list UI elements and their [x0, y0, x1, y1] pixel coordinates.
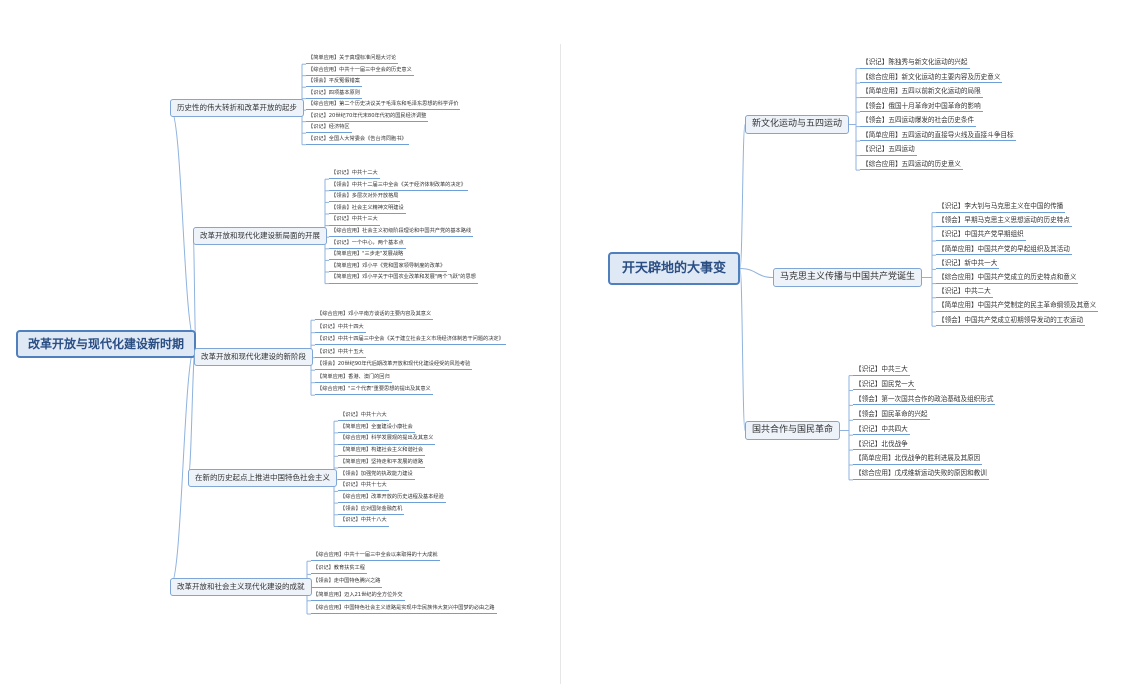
leaf-node[interactable]: 【综合应用】五四运动的历史意义 [860, 160, 963, 171]
connector [849, 68, 857, 171]
branch-node[interactable]: 在新的历史起点上推进中国特色社会主义 [188, 469, 337, 487]
connector [192, 235, 197, 345]
leaf-node[interactable]: 【识记】中共三大 [853, 366, 910, 376]
leaf-node[interactable]: 【简单应用】构建社会主义和谐社会 [338, 447, 426, 457]
leaf-node[interactable]: 【领会】应对国际金融危机 [338, 506, 405, 515]
leaf-node[interactable]: 【综合应用】戊戌维新运动失败的原因和教训 [853, 470, 989, 480]
branch-node[interactable]: 改革开放和社会主义现代化建设的成就 [170, 578, 312, 596]
branch-node[interactable]: 改革开放和现代化建设的新阶段 [194, 348, 313, 366]
leaf-node[interactable]: 【简单应用】邓小平《党和国家领导制度的改革》 [329, 263, 448, 272]
leaf-node[interactable]: 【领会】平反冤假错案 [306, 78, 362, 88]
leaf-node[interactable]: 【领会】早期马克思主义思想运动的历史特点 [936, 217, 1072, 227]
leaf-node[interactable]: 【综合应用】社会主义初级阶段理论和中国共产党的基本路线 [329, 228, 474, 238]
leaf-node[interactable]: 【领会】第一次国共合作的政治基础及组织形式 [853, 396, 996, 406]
leaf-node[interactable]: 【简单应用】"三步走"发展战略 [329, 252, 406, 261]
connector [739, 124, 746, 269]
leaf-node[interactable]: 【简单应用】中国共产党的早起组织及其活动 [936, 245, 1072, 256]
leaf-node[interactable]: 【综合应用】中国特色社会主义道路是实现中华民族伟大复兴中国梦的必由之路 [311, 605, 497, 614]
leaf-node[interactable]: 【识记】全国人大常委会《告台湾同胞书》 [306, 136, 409, 145]
connector [169, 343, 197, 588]
branch-node[interactable]: 历史性的伟大转折和改革开放的起步 [170, 99, 304, 117]
leaf-node[interactable]: 【领会】加强党的执政能力建设 [338, 471, 415, 480]
leaf-node[interactable]: 【识记】北伐战争 [853, 440, 910, 451]
leaf-node[interactable]: 【识记】中共十六大 [338, 412, 389, 422]
leaf-node[interactable]: 【综合应用】科学发展观的提出及其意义 [338, 436, 436, 445]
leaf-node[interactable]: 【识记】教育扶贫工程 [311, 566, 367, 575]
leaf-node[interactable]: 【领会】多层次对外开放格局 [329, 194, 401, 203]
leaf-node[interactable]: 【简单应用】坚持走和平发展的道路 [338, 459, 426, 468]
leaf-node[interactable]: 【领会】走中国特色腾兴之路 [311, 579, 383, 588]
leaf-node[interactable]: 【简单应用】香港、澳门的回归 [315, 374, 392, 383]
leaf-node[interactable]: 【简单应用】邓小平关于中国农业改革和发展"两个飞跃"的思想 [329, 275, 478, 284]
leaf-node[interactable]: 【综合应用】中共十一届三中全会以来取得的十大成就 [311, 552, 440, 562]
leaf-node[interactable]: 【领会】社会主义精神文明建设 [329, 205, 406, 214]
branch-node[interactable]: 改革开放和现代化建设新局面的开展 [193, 227, 327, 245]
leaf-node[interactable]: 【简单应用】五四运动的直接导火线及直接斗争目标 [860, 131, 1016, 142]
leaf-node[interactable]: 【领会】20世纪90年代后期改革开放和现代化建设经受的风险考验 [315, 361, 473, 371]
leaf-node[interactable]: 【简单应用】五四以前新文化运动的局限 [860, 88, 983, 98]
branch-node[interactable]: 马克思主义传播与中国共产党诞生 [773, 268, 923, 287]
leaf-node[interactable]: 【识记】四项基本原则 [306, 90, 362, 99]
leaf-node[interactable]: 【简单应用】迈入21世纪的全方位外交 [311, 592, 405, 601]
leaf-node[interactable]: 【简单应用】关于真理标准问题大讨论 [306, 55, 399, 65]
leaf-node[interactable]: 【识记】李大钊与马克思主义在中国的传播 [936, 203, 1066, 213]
leaf-node[interactable]: 【识记】中共十三大 [329, 217, 380, 226]
leaf-node[interactable]: 【综合应用】中国共产党成立的历史特点和意义 [936, 274, 1079, 284]
leaf-node[interactable]: 【综合应用】"三个代表"重要思想的提出及其意义 [315, 386, 433, 396]
leaf-node[interactable]: 【综合应用】新文化运动的主要内容及历史意义 [860, 73, 1003, 84]
leaf-node[interactable]: 【识记】中共十二大 [329, 170, 380, 180]
leaf-node[interactable]: 【识记】中国共产党早期组织 [936, 231, 1026, 241]
connector [840, 375, 850, 480]
leaf-node[interactable]: 【简单应用】北伐战争的胜利进展及其原因 [853, 455, 983, 465]
leaf-node[interactable]: 【识记】国民党一大 [853, 381, 917, 391]
leaf-node[interactable]: 【领会】中国共产党成立初期领导发动的工农运动 [936, 316, 1086, 327]
connector [740, 268, 774, 278]
leaf-node[interactable]: 【领会】五四运动爆发的社会历史条件 [860, 117, 977, 127]
leaf-node[interactable]: 【识记】新中共一大 [936, 260, 1000, 270]
leaf-node[interactable]: 【识记】中共四大 [853, 425, 910, 436]
branch-node[interactable]: 新文化运动与五四运动 [745, 115, 850, 134]
leaf-node[interactable]: 【识记】中共十七大 [338, 483, 389, 492]
leaf-node[interactable]: 【简单应用】全面建设小康社会 [338, 424, 415, 433]
leaf-node[interactable]: 【识记】20世纪70年代末80年代初的国民经济调整 [306, 113, 429, 122]
root-node[interactable]: 开天辟地的大事变 [608, 252, 741, 285]
connector [922, 212, 933, 327]
leaf-node[interactable]: 【识记】中共十五大 [315, 349, 366, 358]
leaf-node[interactable]: 【识记】中共十八大 [338, 518, 389, 527]
leaf-node[interactable]: 【识记】五四运动 [860, 146, 917, 156]
leaf-node[interactable]: 【综合应用】改革开放的历史进程及基本经验 [338, 494, 446, 504]
leaf-node[interactable]: 【识记】中共十四届三中全会《关于建立社会主义市场经济体制若干问题的决定》 [315, 336, 506, 346]
leaf-node[interactable]: 【综合应用】邓小平南方谈话的主要内容及其意义 [315, 311, 434, 321]
leaf-node[interactable]: 【综合应用】第二个历史决议关于毛泽东和毛泽东思想的科学评价 [306, 101, 461, 111]
leaf-node[interactable]: 【识记】经济特区 [306, 124, 352, 134]
leaf-node[interactable]: 【领会】中共十二届三中全会《关于经济体制改革的决定》 [329, 182, 468, 191]
connector [169, 107, 197, 345]
leaf-node[interactable]: 【简单应用】中国共产党制定的民主革命纲领及其意义 [936, 302, 1099, 312]
leaf-node[interactable]: 【识记】一个中心，两个基本点 [329, 240, 406, 249]
leaf-node[interactable]: 【识记】中共十四大 [315, 324, 366, 333]
connector [739, 268, 746, 431]
leaf-node[interactable]: 【识记】陈独秀与新文化运动的兴起 [860, 59, 970, 69]
leaf-node[interactable]: 【领会】国民革命的兴起 [853, 411, 930, 421]
leaf-node[interactable]: 【综合应用】中共十一届三中全会的历史意义 [306, 67, 414, 76]
leaf-node[interactable]: 【领会】俄国十月革命对中国革命的影响 [860, 102, 983, 113]
map-divider [560, 44, 561, 684]
leaf-node[interactable]: 【识记】中共二大 [936, 288, 993, 298]
branch-node[interactable]: 国共合作与国民革命 [745, 421, 841, 440]
root-node[interactable]: 改革开放与现代化建设新时期 [16, 330, 197, 358]
